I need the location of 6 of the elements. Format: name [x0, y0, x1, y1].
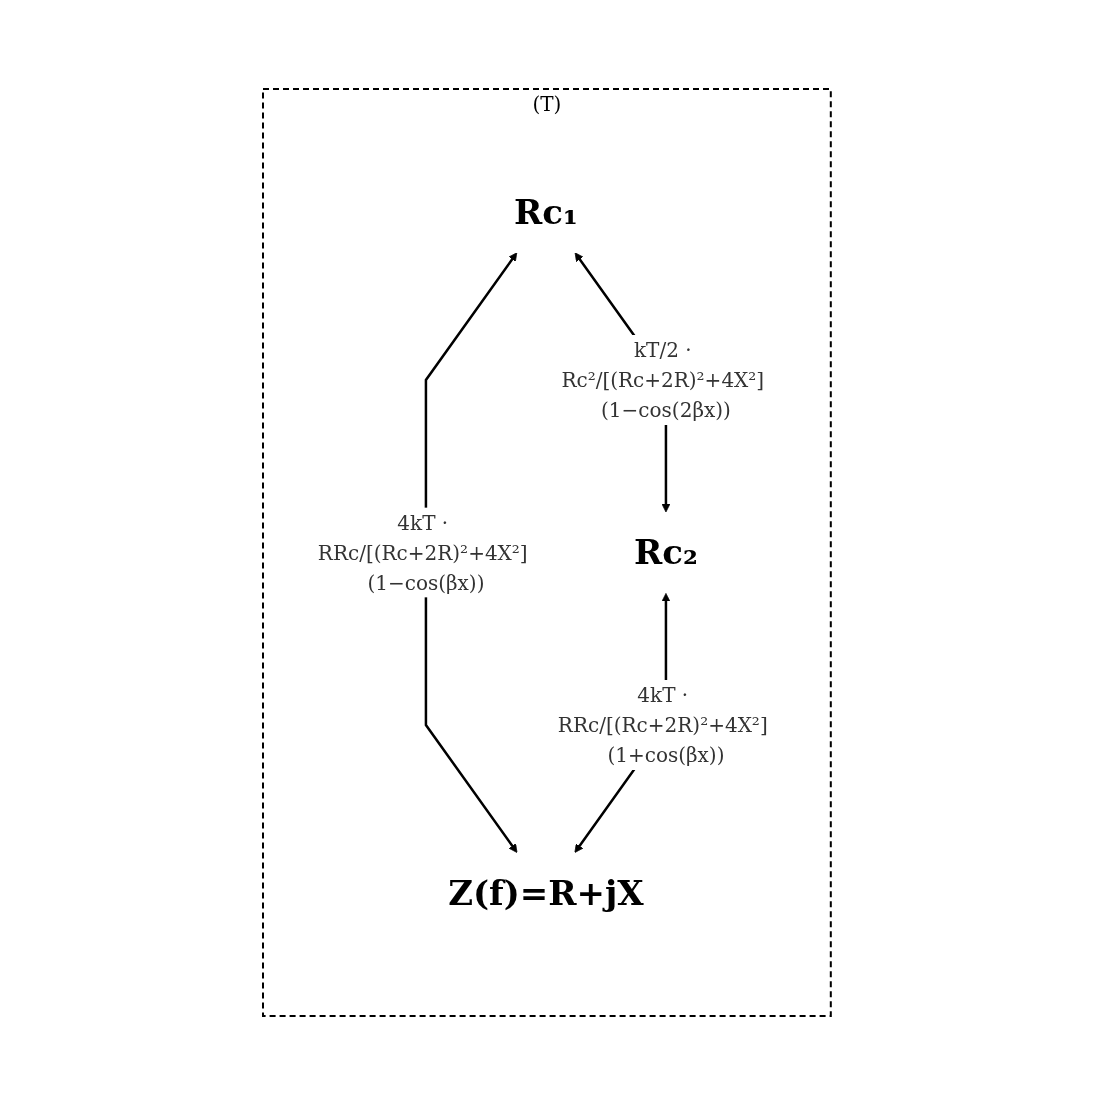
edge-label: 4kT · RRc/[(Rc+2R)²+4X²] (1−cos(βx)): [317, 510, 528, 594]
node-text: Rc₁: [513, 191, 578, 231]
edge-label: 4kT · RRc/[(Rc+2R)²+4X²] (1+cos(βx)): [557, 682, 768, 767]
edge-label: kT/2 · Rc²/[(Rc+2R)²+4X²] (1−cos(2βx)): [560, 337, 764, 422]
node-text: Z(f)=R+jX: [447, 872, 644, 912]
node-text: Rc₂: [633, 531, 698, 572]
